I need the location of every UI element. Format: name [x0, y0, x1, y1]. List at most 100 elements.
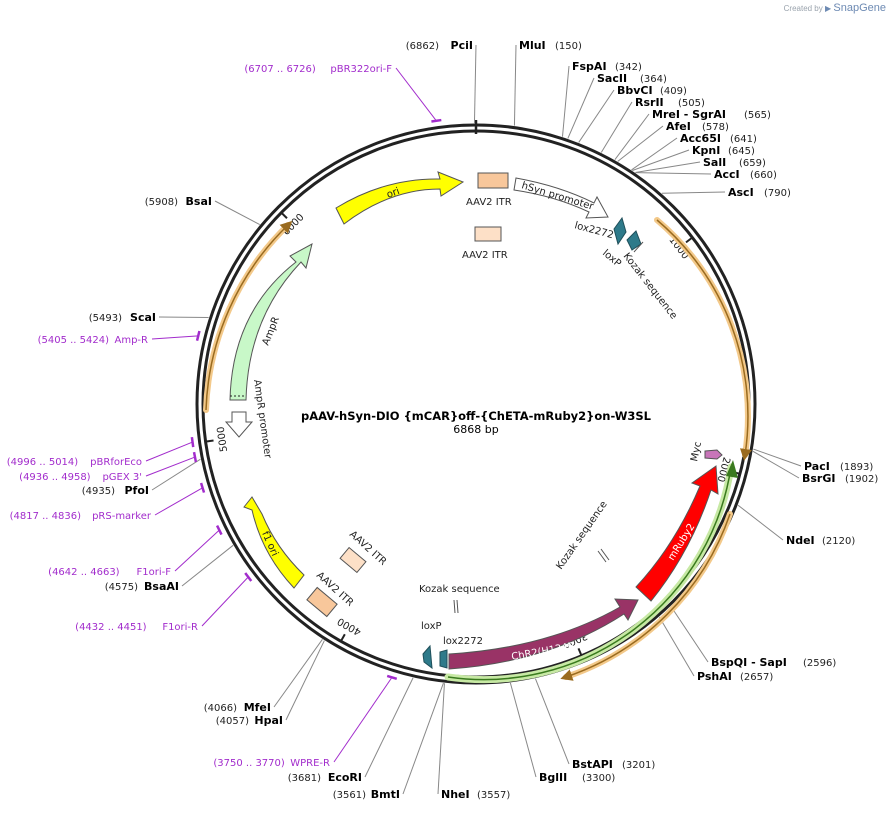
kozak-bottom-label: Kozak sequence	[419, 584, 500, 595]
ampr-label: AmpR	[261, 315, 282, 347]
credit-brand: SnapGene	[833, 2, 886, 14]
enzyme-name: BbvCI	[617, 84, 653, 97]
primer-pbrforeco[interactable]: pBRforEco(4996 .. 5014)	[7, 436, 195, 468]
enzyme-line-bsai	[214, 200, 260, 226]
enzyme-site-pcii[interactable]: PciI(6862)	[406, 39, 473, 52]
enzyme-line-bmti	[402, 682, 444, 795]
enzyme-site-bsai[interactable]: BsaI(5908)	[145, 195, 212, 208]
aav2-itr-bottom2[interactable]: AAV2 ITR	[306, 570, 355, 618]
enzyme-position: (578)	[702, 122, 729, 133]
enzyme-name: NdeI	[786, 534, 815, 547]
enzyme-site-mrei-sgrai[interactable]: MreI - SgrAI(565)	[652, 108, 771, 121]
primer-f1ori-r[interactable]: F1ori-R (4432 .. 4451)	[75, 572, 253, 633]
enzyme-position: (2120)	[822, 536, 855, 547]
lox-top[interactable]: lox2272 loxP Kozak sequence	[573, 216, 679, 321]
ori-feature[interactable]: ori	[335, 171, 465, 225]
enzyme-site-acc65i[interactable]: Acc65I(641)	[680, 132, 757, 145]
primer-name: F1ori-R	[162, 622, 198, 633]
enzyme-name: FspAI	[572, 60, 607, 73]
ampr-feature[interactable]: AmpR	[229, 243, 313, 401]
enzyme-site-ndei[interactable]: NdeI (2120)	[786, 534, 855, 547]
enzyme-site-bbvci[interactable]: BbvCI(409)	[617, 84, 687, 97]
enzyme-line-bsaai	[181, 544, 234, 587]
enzyme-site-rsrii[interactable]: RsrII(505)	[635, 96, 705, 109]
kozak-mid[interactable]: Kozak sequence	[554, 499, 609, 571]
enzyme-site-nhei[interactable]: NheI(3557)	[441, 788, 510, 801]
enzyme-site-pshai[interactable]: PshAI (2657)	[697, 670, 773, 683]
primer-wpre-r[interactable]: WPRE-R(3750 .. 3770)	[213, 674, 398, 769]
lox-bottom[interactable]: loxP lox2272	[421, 621, 483, 670]
primer-range: (4936 .. 4958)	[19, 472, 91, 483]
kozak-top-label: Kozak sequence	[621, 251, 679, 321]
enzyme-name: Acc65I	[680, 132, 721, 145]
enzyme-site-bspqi-sapi[interactable]: BspQI - SapI(2596)	[711, 656, 836, 669]
enzyme-lines	[151, 44, 802, 795]
primer-range: (3750 .. 3770)	[213, 758, 285, 769]
enzyme-line-ndei	[737, 504, 784, 541]
enzyme-site-bsaai[interactable]: BsaAI(4575)	[105, 580, 179, 593]
primer-range: (4432 .. 4451)	[75, 622, 147, 633]
enzyme-name: PfoI	[125, 484, 150, 497]
aav2-itr-top[interactable]: AAV2 ITR	[466, 172, 512, 208]
enzyme-position: (3561)	[333, 790, 366, 801]
enzyme-name: BsaI	[186, 195, 212, 208]
enzyme-line-pfoi	[151, 458, 201, 491]
mruby2-feature[interactable]: mRuby2	[635, 465, 719, 602]
enzyme-name: PshAI	[697, 670, 732, 683]
enzyme-name: PacI	[804, 460, 830, 473]
enzyme-site-sacii[interactable]: SacII(364)	[597, 72, 667, 85]
enzyme-site-ecori[interactable]: EcoRI (3681)	[288, 771, 362, 784]
enzyme-site-bstapi[interactable]: BstAPI(3201)	[572, 758, 655, 771]
enzyme-site-kpni[interactable]: KpnI(645)	[692, 144, 755, 157]
enzyme-site-scai[interactable]: ScaI(5493)	[89, 311, 156, 324]
primer-pgex-3[interactable]: pGEX 3'(4936 .. 4958)	[19, 451, 198, 483]
enzyme-line-acci	[635, 172, 712, 175]
enzyme-name: BsrGI	[802, 472, 835, 485]
enzyme-position: (2657)	[740, 672, 773, 683]
enzyme-position: (3681)	[288, 773, 321, 784]
enzyme-site-bsrgi[interactable]: BsrGI (1902)	[802, 472, 878, 485]
tick-label-4000: 4000	[336, 615, 364, 637]
tick-mark-6000	[280, 211, 288, 219]
enzyme-site-bmti[interactable]: BmtI(3561)	[333, 788, 400, 801]
enzyme-site-hpai[interactable]: HpaI(4057)	[216, 714, 283, 727]
enzyme-site-bglii[interactable]: BglII(3300)	[539, 771, 615, 784]
enzyme-site-afei[interactable]: AfeI(578)	[666, 120, 729, 133]
enzyme-name: EcoRI	[328, 771, 362, 784]
primer-amp-r[interactable]: Amp-R(5405 .. 5424)	[38, 330, 201, 346]
enzyme-site-pfoi[interactable]: PfoI(4935)	[82, 484, 149, 497]
enzyme-position: (6862)	[406, 41, 439, 52]
enzyme-line-ecori	[364, 677, 414, 778]
primer-f1ori-f[interactable]: F1ori-F(4642 .. 4663)	[48, 525, 223, 578]
enzyme-line-bbvci	[578, 89, 615, 143]
primer-prs-marker[interactable]: pRS-marker(4817 .. 4836)	[10, 482, 206, 522]
enzyme-site-paci[interactable]: PacI(1893)	[804, 460, 873, 473]
plasmid-name: pAAV-hSyn-DIO {mCAR}off-{ChETA-mRuby2}on…	[301, 409, 652, 423]
primer-range: (5405 .. 5424)	[38, 335, 110, 346]
enzyme-line-nhei	[437, 683, 445, 795]
enzyme-site-asci[interactable]: AscI(790)	[728, 186, 791, 199]
enzyme-site-mlui[interactable]: MluI(150)	[519, 39, 582, 52]
enzyme-name: RsrII	[635, 96, 664, 109]
kozak-bottom[interactable]: Kozak sequence	[419, 584, 500, 614]
enzyme-site-fspai[interactable]: FspAI(342)	[572, 60, 642, 73]
aav2-itr-top2[interactable]: AAV2 ITR	[462, 226, 508, 261]
enzyme-site-mfei[interactable]: MfeI(4066)	[204, 701, 271, 714]
enzyme-position: (790)	[764, 188, 791, 199]
enzyme-position: (1902)	[845, 474, 878, 485]
primer-range: (4642 .. 4663)	[48, 567, 120, 578]
primer-line	[145, 441, 193, 462]
enzyme-position: (364)	[640, 74, 667, 85]
enzyme-line-acc65i	[631, 137, 678, 171]
enzyme-site-acci[interactable]: AccI(660)	[714, 168, 777, 181]
primer-layer: pBR322ori-F(6707 .. 6726) Amp-R(5405 .. 5…	[7, 64, 442, 769]
aav2-itr-bottom[interactable]: AAV2 ITR	[339, 529, 388, 574]
primer-pbr322ori-f[interactable]: pBR322ori-F(6707 .. 6726)	[244, 64, 442, 123]
enzyme-line-sali	[635, 161, 701, 174]
enzyme-site-sali[interactable]: SalI(659)	[703, 156, 766, 169]
primer-line	[333, 677, 393, 763]
enzyme-name: MreI - SgrAI	[652, 108, 726, 121]
hsyn-promoter-feature[interactable]: hSyn promoter	[513, 177, 609, 219]
myc-feature[interactable]: Myc	[689, 441, 723, 463]
f1-ori-feature[interactable]: f1 ori	[243, 496, 305, 589]
